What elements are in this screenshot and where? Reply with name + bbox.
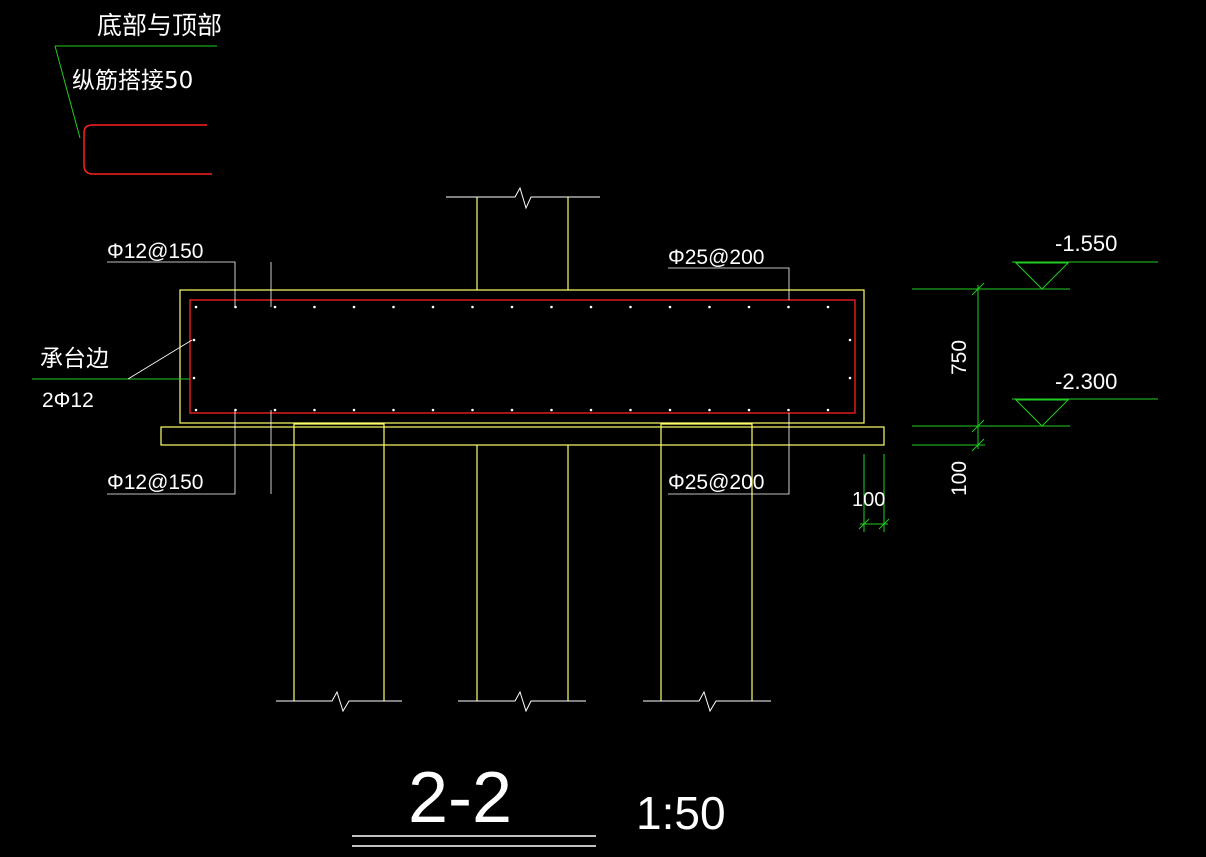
rebar-dot xyxy=(787,305,790,309)
rebar-dot xyxy=(313,305,316,309)
rebar-dot xyxy=(848,376,852,380)
rebar-dot xyxy=(392,408,395,412)
elevation-marker-bottom xyxy=(1014,399,1070,427)
rebar-dot xyxy=(194,305,198,309)
rebar-dot xyxy=(668,305,672,309)
break-line-pile-center xyxy=(458,690,586,713)
elevation-marker-top xyxy=(1014,262,1070,290)
rebar-dot xyxy=(352,305,356,309)
elevation-dimensions: -1.550 -2.300 750 100 100 xyxy=(852,231,1158,532)
dimension-bedding: 100 xyxy=(948,461,971,496)
rebar-dot xyxy=(787,408,790,412)
rebar-dot xyxy=(234,408,237,412)
reinforcement-cage xyxy=(189,299,856,414)
label-top-left-rebar: Φ12@150 xyxy=(107,240,203,263)
rebar-dot xyxy=(431,305,435,309)
section-scale: 1:50 xyxy=(636,787,726,839)
rebar-dot xyxy=(629,305,632,309)
pile-cap xyxy=(179,289,865,424)
rebar-dot xyxy=(194,408,198,412)
pile-cap-outline xyxy=(179,289,865,424)
rebar-dot xyxy=(234,305,237,309)
rebar-dot xyxy=(826,408,830,412)
label-bottom-left-rebar: Φ12@150 xyxy=(107,471,203,494)
rebar-callouts: Φ12@150 Φ25@200 Φ12@150 Φ25@200 承台边 2Φ12 xyxy=(32,240,790,495)
rebar-dot xyxy=(510,305,514,309)
rebar-dot xyxy=(550,408,553,412)
rebar-dot xyxy=(848,338,852,342)
break-line-top xyxy=(446,186,600,210)
rebar-dot xyxy=(589,408,593,412)
rebar-dot xyxy=(192,338,196,342)
rebar-dot xyxy=(273,408,277,412)
rebar-dot xyxy=(431,408,435,412)
rebar-dot xyxy=(192,376,196,380)
note-leader xyxy=(54,45,81,139)
rebar-dot xyxy=(392,305,395,309)
rebar-dot xyxy=(550,305,553,309)
label-side-bars: 2Φ12 xyxy=(42,389,94,412)
break-line-pile-left xyxy=(276,690,402,713)
rebar-dot xyxy=(471,408,474,412)
pile-right xyxy=(660,423,753,701)
note-bottom-top: 底部与顶部 xyxy=(97,11,222,40)
rebar-dot xyxy=(510,408,514,412)
rebar-dot xyxy=(352,408,356,412)
bedding-layer xyxy=(160,426,885,446)
dimension-height: 750 xyxy=(948,340,971,375)
lap-splice-detail: 底部与顶部 纵筋搭接50 xyxy=(54,11,222,175)
rebar-dots xyxy=(192,305,852,412)
rebar-dot xyxy=(826,305,830,309)
rebar-dot xyxy=(471,305,474,309)
rebar-dot xyxy=(668,408,672,412)
rebar-dot xyxy=(708,305,711,309)
elevation-top: -1.550 xyxy=(1055,231,1117,256)
note-lap-splice: 纵筋搭接50 xyxy=(72,68,193,94)
label-top-right-rebar: Φ25@200 xyxy=(668,246,764,269)
label-cap-edge: 承台边 xyxy=(40,346,109,372)
section-title-block: 2-2 1:50 xyxy=(352,758,726,847)
label-bottom-right-rebar: Φ25@200 xyxy=(668,471,764,494)
column-stub xyxy=(446,186,600,290)
rebar-dot xyxy=(273,305,277,309)
break-line-pile-right xyxy=(643,690,771,713)
rebar-dot xyxy=(747,305,751,309)
rebar-dot xyxy=(629,408,632,412)
rebar-dot xyxy=(747,408,751,412)
rebar-dot xyxy=(589,305,593,309)
rebar-dot xyxy=(708,408,711,412)
lap-splice-hook xyxy=(83,124,212,175)
elevation-bottom: -2.300 xyxy=(1055,369,1117,394)
rebar-dot xyxy=(313,408,316,412)
section-title: 2-2 xyxy=(408,758,512,838)
dimension-offset: 100 xyxy=(852,489,885,511)
pile-left xyxy=(293,423,385,701)
piles xyxy=(276,423,771,713)
